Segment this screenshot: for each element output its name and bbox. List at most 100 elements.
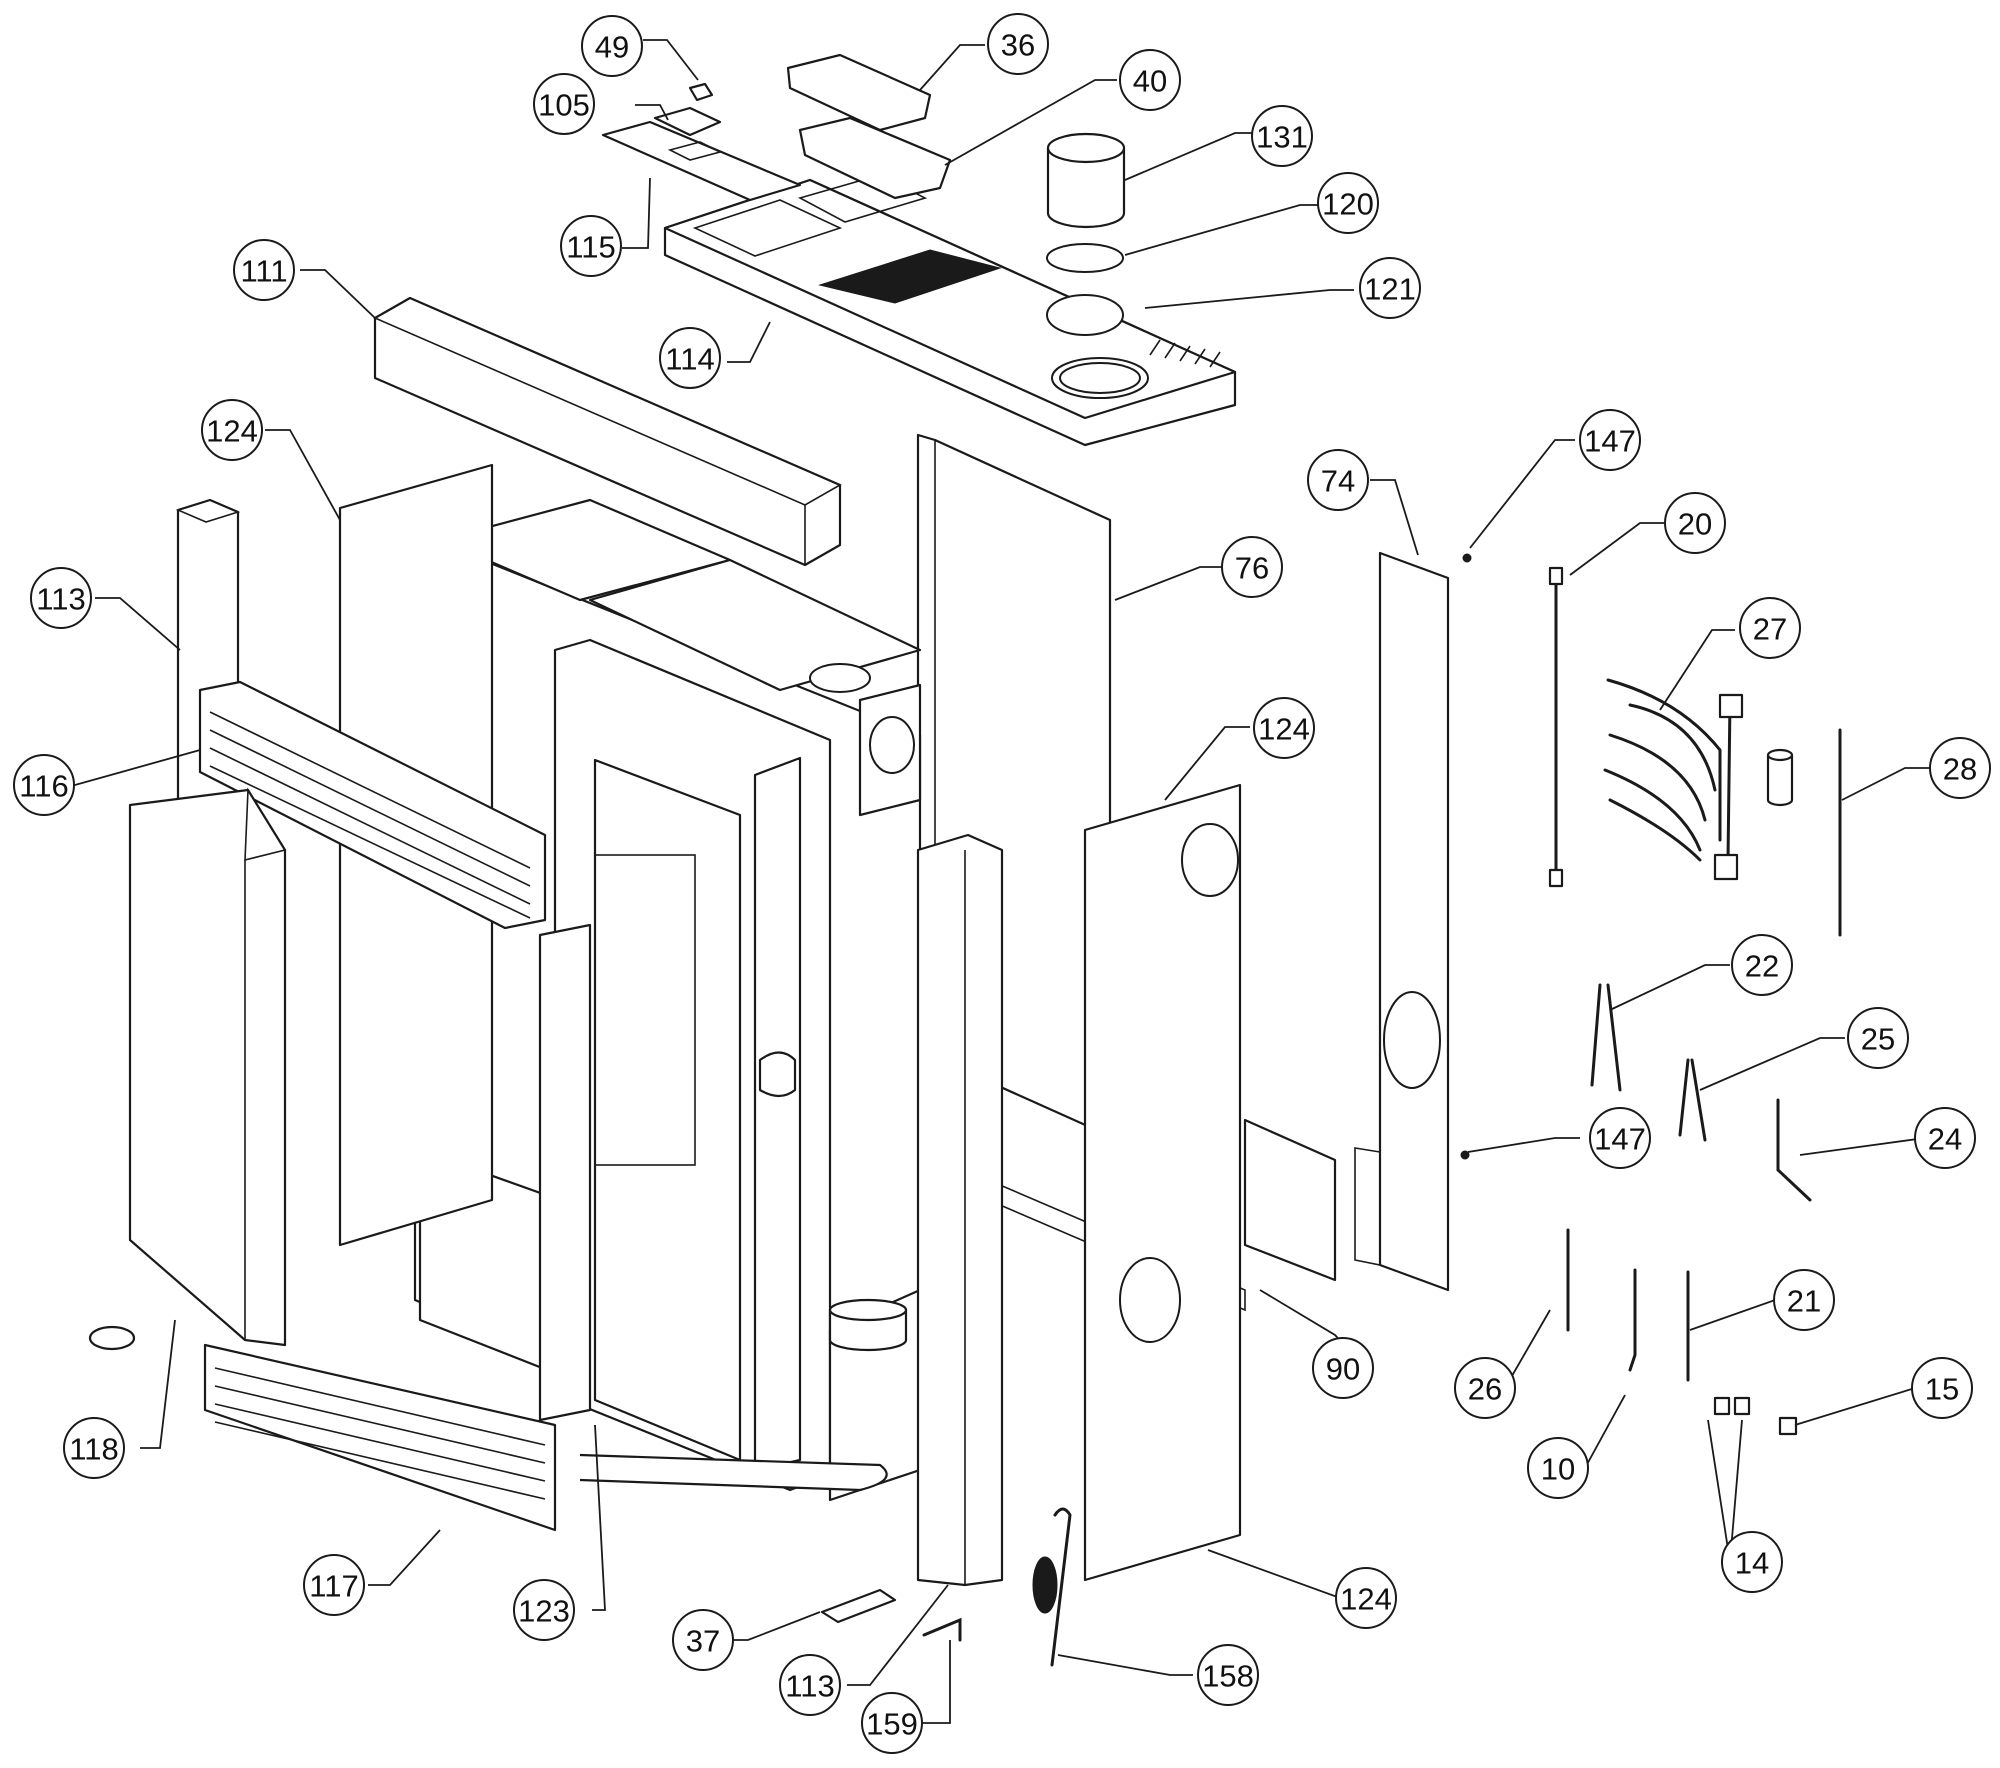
leader-lines: [48, 39, 1950, 1724]
callout-label: 111: [240, 254, 287, 289]
allen-key-159: [922, 1617, 962, 1642]
callout-14: 14: [1721, 1531, 1783, 1593]
callout-circle: [1454, 1357, 1516, 1419]
callout-label: 25: [1861, 1022, 1895, 1057]
callout-label: 27: [1753, 612, 1787, 647]
callout-circle: [1929, 737, 1991, 799]
callout-114: 114: [659, 327, 721, 389]
callout-label: 15: [1925, 1372, 1959, 1407]
callout-circle: [672, 1609, 734, 1671]
callout-label: 37: [686, 1624, 720, 1659]
callout-label: 113: [36, 582, 85, 617]
callout-circle: [1527, 1437, 1589, 1499]
top-cover-114: [663, 174, 1237, 447]
callout-circle: [1589, 1107, 1651, 1169]
callout-circle: [30, 567, 92, 629]
badge: [88, 1325, 136, 1351]
callout-15: 15: [1911, 1357, 1973, 1419]
callout-circle: [1307, 449, 1369, 511]
callout-76: 76: [1221, 536, 1283, 598]
front-beam-111: [373, 296, 842, 567]
callout-circle: [861, 1692, 923, 1754]
callout-21: 21: [1773, 1269, 1835, 1331]
callout-circle: [1317, 172, 1379, 234]
callout-circle: [1739, 597, 1801, 659]
panel-74: [1354, 551, 1450, 1292]
callout-label: 117: [309, 1569, 358, 1604]
callout-circle: [533, 73, 595, 135]
callout-124: 124: [1253, 697, 1315, 759]
callout-22: 22: [1731, 934, 1793, 996]
callout-124: 124: [1335, 1567, 1397, 1629]
callout-label: 115: [566, 230, 615, 265]
callout-label: 147: [1584, 424, 1636, 459]
top-small-parts: [601, 53, 952, 202]
callout-circle: [13, 754, 75, 816]
callout-circle: [659, 327, 721, 389]
callout-label: 113: [785, 1669, 834, 1704]
front-right-panel-124: [1083, 783, 1242, 1582]
callout-label: 26: [1468, 1372, 1502, 1407]
callout-113: 113: [30, 567, 92, 629]
callout-circle: [303, 1554, 365, 1616]
callout-circle: [1221, 536, 1283, 598]
callout-121: 121: [1359, 257, 1421, 319]
callout-label: 22: [1745, 949, 1779, 984]
callout-20: 20: [1664, 492, 1726, 554]
door-column-123: [538, 923, 592, 1422]
wiring-parts: [1460, 553, 1842, 1436]
callout-circle: [1251, 105, 1313, 167]
callout-label: 131: [1256, 120, 1308, 155]
callout-26: 26: [1454, 1357, 1516, 1419]
callout-label: 49: [595, 30, 629, 65]
callout-circle: [1359, 257, 1421, 319]
callout-circle: [560, 215, 622, 277]
callout-label: 121: [1364, 272, 1416, 307]
callout-120: 120: [1317, 172, 1379, 234]
callout-147: 147: [1579, 409, 1641, 471]
top-grill-116: [198, 680, 547, 930]
callout-label: 159: [866, 1707, 918, 1742]
callout-27: 27: [1739, 597, 1801, 659]
callout-label: 21: [1787, 1284, 1821, 1319]
callout-37: 37: [672, 1609, 734, 1671]
callout-circle: [1197, 1644, 1259, 1706]
callout-label: 124: [1258, 712, 1310, 747]
callout-24: 24: [1914, 1107, 1976, 1169]
callout-28: 28: [1929, 737, 1991, 799]
bottom-grill-117: [203, 1343, 557, 1532]
callout-label: 124: [1340, 1582, 1392, 1617]
callout-circle: [1731, 934, 1793, 996]
flue-pipe-131: [1046, 132, 1126, 229]
callout-circle: [201, 399, 263, 461]
callout-49: 49: [581, 15, 643, 77]
callout-25: 25: [1847, 1007, 1909, 1069]
callout-circle: [1911, 1357, 1973, 1419]
callout-158: 158: [1197, 1644, 1259, 1706]
callout-label: 40: [1133, 64, 1167, 99]
callout-circle: [779, 1654, 841, 1716]
callout-circle: [1773, 1269, 1835, 1331]
callout-circle: [581, 15, 643, 77]
callout-159: 159: [861, 1692, 923, 1754]
callout-90: 90: [1312, 1337, 1374, 1399]
callout-113: 113: [779, 1654, 841, 1716]
callout-124: 124: [201, 399, 263, 461]
callout-label: 123: [518, 1594, 570, 1629]
callout-label: 158: [1202, 1659, 1254, 1694]
callout-circle: [1664, 492, 1726, 554]
callout-40: 40: [1119, 49, 1181, 111]
callout-circle: [1119, 49, 1181, 111]
hook-158: [1032, 1507, 1072, 1667]
callout-circle: [233, 239, 295, 301]
callout-label: 114: [665, 342, 714, 377]
callout-label: 105: [538, 88, 590, 123]
front-left-panel-118: [128, 787, 287, 1347]
callout-circle: [1847, 1007, 1909, 1069]
callout-74: 74: [1307, 449, 1369, 511]
callout-10: 10: [1527, 1437, 1589, 1499]
callout-circle: [1579, 409, 1641, 471]
front-column-113: [916, 833, 1004, 1587]
callout-111: 111: [233, 239, 295, 301]
